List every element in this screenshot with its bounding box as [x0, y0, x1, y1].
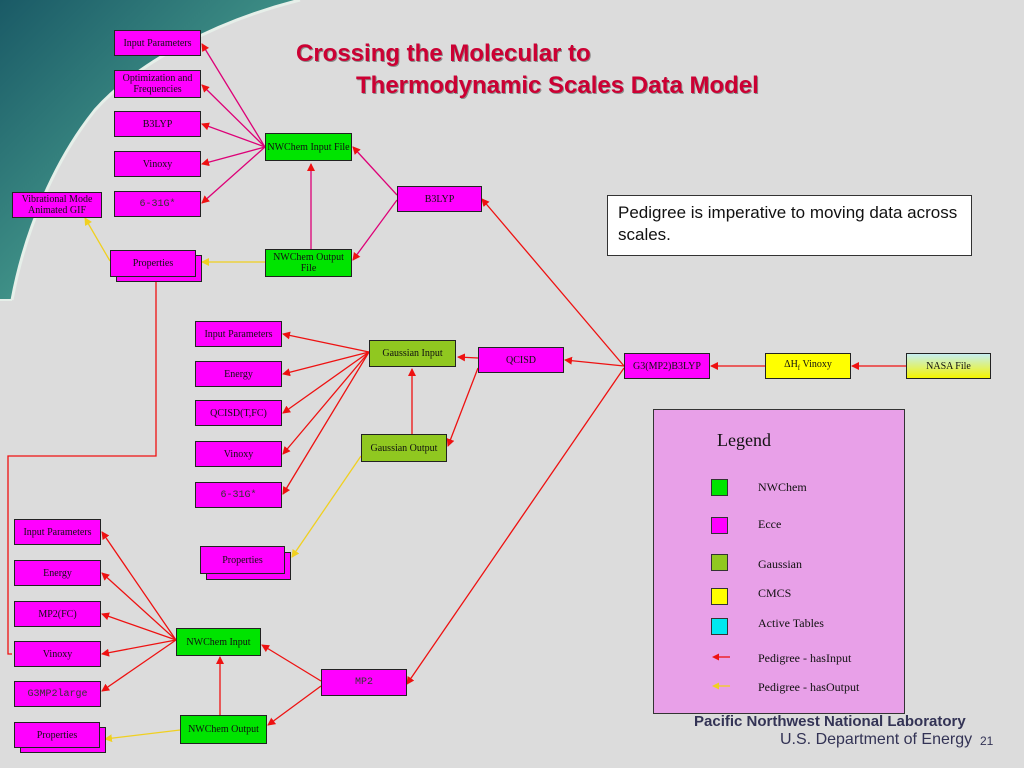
footer-org: Pacific Northwest National Laboratory — [694, 713, 966, 730]
legend-arrow-has-input-icon — [712, 653, 730, 661]
node-nwchem-output-file[interactable]: NWChem Output File — [265, 249, 352, 277]
node-nwchem-input-file[interactable]: NWChem Input File — [265, 133, 352, 161]
node-b3lyp-main[interactable]: B3LYP — [397, 186, 482, 212]
node-nasa-file[interactable]: NASA File — [906, 353, 991, 379]
node-g3-mp2-b3lyp[interactable]: G3(MP2)B3LYP — [624, 353, 710, 379]
node-vinoxy-1[interactable]: Vinoxy — [114, 151, 201, 177]
node-nwchem-output[interactable]: NWChem Output — [180, 715, 267, 744]
legend-swatch-nwchem — [711, 479, 728, 496]
node-input-parameters-2[interactable]: Input Parameters — [195, 321, 282, 347]
footer-dept: U.S. Department of Energy — [780, 731, 973, 748]
legend-title: Legend — [717, 430, 771, 450]
legend-swatch-active-tables — [711, 618, 728, 635]
delta-hf-label: ΔHf Vinoxy — [784, 358, 832, 372]
node-vinoxy-3[interactable]: Vinoxy — [14, 641, 101, 667]
page-number: 21 — [980, 734, 994, 748]
slide-title-line1: Crossing the Molecular to — [296, 40, 591, 67]
node-energy-2[interactable]: Energy — [195, 361, 282, 387]
legend-panel: Legend NWChem Ecce Gaussian CMCS Active … — [653, 409, 905, 714]
node-properties-2[interactable]: Properties — [200, 546, 285, 574]
legend-label-active-tables: Active Tables — [758, 616, 824, 630]
node-basis-6-31g-2[interactable]: 6-31G* — [195, 482, 282, 508]
node-properties-3[interactable]: Properties — [14, 722, 100, 748]
legend-label-cmcs: CMCS — [758, 586, 792, 600]
legend-swatch-cmcs — [711, 588, 728, 605]
node-mp2[interactable]: MP2 — [321, 669, 407, 696]
legend-label-gaussian: Gaussian — [758, 557, 802, 571]
node-qcisd[interactable]: QCISD — [478, 347, 564, 373]
node-mp2-fc[interactable]: MP2(FC) — [14, 601, 101, 627]
node-vinoxy-2[interactable]: Vinoxy — [195, 441, 282, 467]
slide-title-line2: Thermodynamic Scales Data Model — [356, 72, 759, 99]
legend-arrow-has-output-icon — [712, 682, 730, 690]
node-gaussian-output[interactable]: Gaussian Output — [361, 434, 447, 462]
legend-label-ecce: Ecce — [758, 517, 782, 531]
node-b3lyp-small[interactable]: B3LYP — [114, 111, 201, 137]
legend-label-has-output: Pedigree - hasOutput — [758, 680, 860, 694]
node-optimization-frequencies[interactable]: Optimization and Frequencies — [114, 70, 201, 98]
legend-label-nwchem: NWChem — [758, 480, 807, 494]
legend-swatch-gaussian — [711, 554, 728, 571]
node-input-parameters-1[interactable]: Input Parameters — [114, 30, 201, 56]
legend-swatch-ecce — [711, 517, 728, 534]
pedigree-callout: Pedigree is imperative to moving data ac… — [607, 195, 972, 256]
node-g3mp2large[interactable]: G3MP2large — [14, 681, 101, 707]
node-input-parameters-3[interactable]: Input Parameters — [14, 519, 101, 545]
node-properties-1[interactable]: Properties — [110, 250, 196, 277]
legend-label-has-input: Pedigree - hasInput — [758, 651, 852, 665]
node-vibrational-mode-gif[interactable]: Vibrational Mode Animated GIF — [12, 192, 102, 218]
node-qcisd-t-fc[interactable]: QCISD(T,FC) — [195, 400, 282, 426]
node-basis-6-31g-1[interactable]: 6-31G* — [114, 191, 201, 217]
node-nwchem-input[interactable]: NWChem Input — [176, 628, 261, 656]
node-gaussian-input[interactable]: Gaussian Input — [369, 340, 456, 367]
node-energy-3[interactable]: Energy — [14, 560, 101, 586]
node-delta-hf-vinoxy[interactable]: ΔHf Vinoxy — [765, 353, 851, 379]
